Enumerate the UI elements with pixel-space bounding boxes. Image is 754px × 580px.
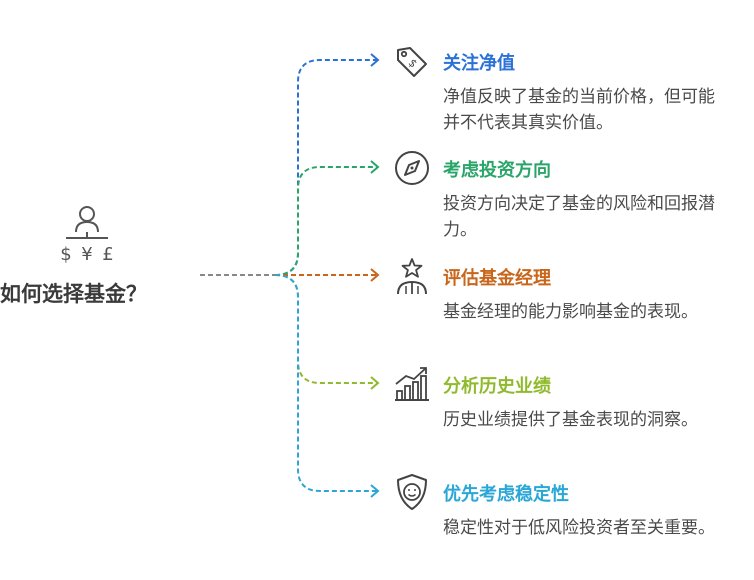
branch-title-net-value: 关注净值: [443, 53, 515, 74]
branch-desc-fund-manager: 基金经理的能力影响基金的表现。: [443, 302, 698, 322]
shield-icon: [397, 474, 427, 510]
person-money-icon: $ ¥ £: [60, 206, 114, 265]
branch-desc-stability: 稳定性对于低风险投资者至关重要。: [443, 518, 715, 538]
connector-branch-2: [274, 166, 378, 276]
arrowhead-3: [370, 268, 380, 282]
compass-icon: [395, 151, 429, 185]
branch-desc-net-value: 净值反映了基金的当前价格，但可能并不代表其真实价值。: [443, 87, 715, 133]
branch-title-stability: 优先考虑稳定性: [443, 484, 569, 505]
branch-desc-investment-direction: 投资方向决定了基金的风险和回报潜力。: [443, 194, 715, 240]
branch-desc-history-performance: 历史业绩提供了基金表现的洞察。: [443, 410, 698, 430]
currency-pound: £: [102, 244, 113, 265]
root-title: 如何选择基金？: [0, 282, 147, 306]
arrowhead-1: [370, 53, 380, 67]
arrowhead-4: [370, 376, 380, 390]
branch-title-investment-direction: 考虑投资方向: [443, 160, 551, 181]
price-tag-icon: $: [397, 47, 427, 77]
arrowhead-5: [370, 484, 380, 498]
connector-branch-5: [274, 274, 378, 492]
branch-title-history-performance: 分析历史业绩: [443, 376, 551, 397]
connector-branch-4: [274, 274, 378, 384]
currency-dollar: $: [60, 244, 71, 265]
growth-chart-icon: [395, 367, 429, 401]
arrowhead-2: [370, 160, 380, 174]
branch-title-fund-manager: 评估基金经理: [443, 268, 551, 289]
star-person-icon: [397, 258, 427, 295]
currency-yen: ¥: [81, 244, 92, 265]
